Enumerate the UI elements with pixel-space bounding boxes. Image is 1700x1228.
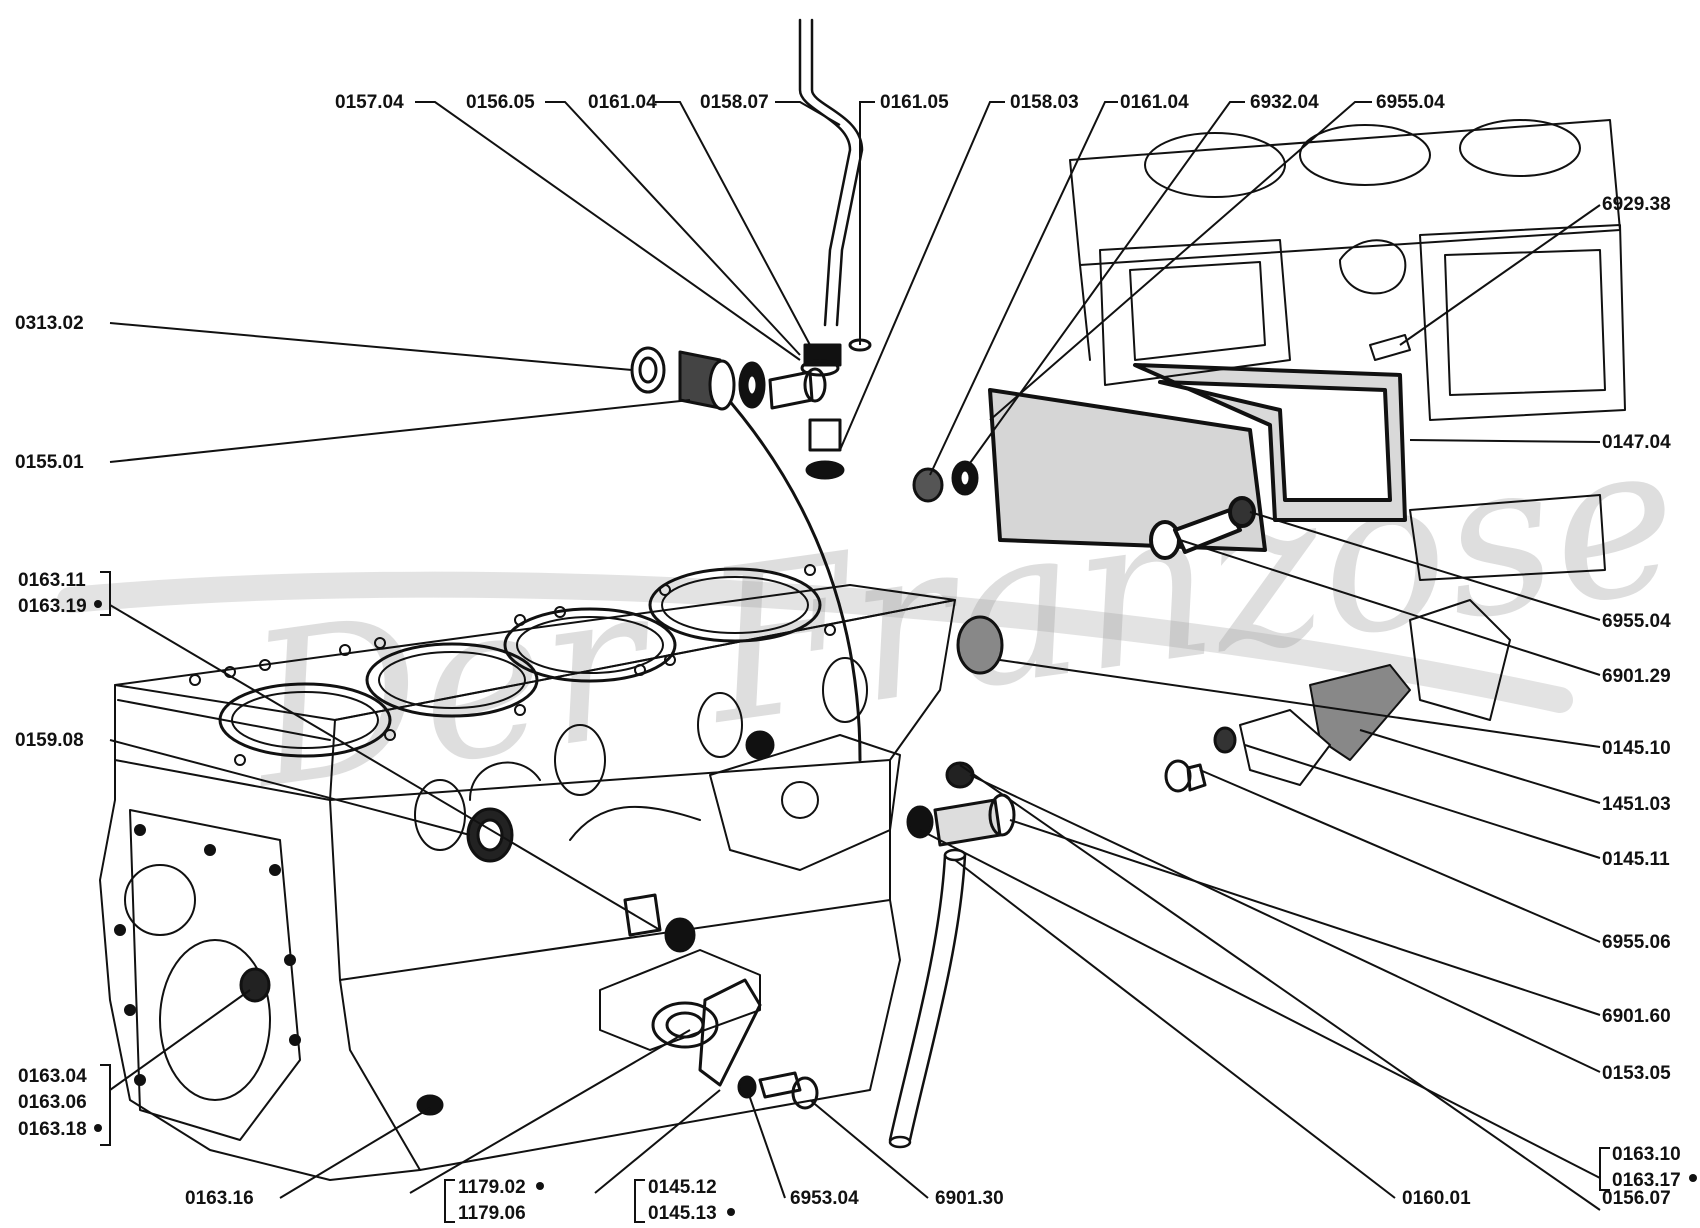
drain-hose xyxy=(888,848,967,1149)
label-0158-03: 0158.03 xyxy=(1010,92,1079,113)
side-cover-plate xyxy=(988,363,1407,560)
label-0145-11: 0145.11 xyxy=(1602,849,1670,870)
label-0163-19: 0163.19 xyxy=(18,596,87,617)
part-labels: 0157.04 0156.05 0161.04 0158.07 0161.05 … xyxy=(15,92,1697,1224)
label-6901-29: 6901.29 xyxy=(1602,666,1671,687)
label-0145-12: 0145.12 xyxy=(648,1177,717,1198)
label-0163-06: 0163.06 xyxy=(18,1092,87,1113)
label-6901-60: 6901.60 xyxy=(1602,1006,1671,1027)
label-0153-05: 0153.05 xyxy=(1602,1063,1671,1084)
dipstick-tube xyxy=(798,18,864,327)
label-6955-04-b: 6955.04 xyxy=(1602,611,1671,632)
oil-feed-pipe xyxy=(718,388,862,762)
label-6929-38: 6929.38 xyxy=(1602,194,1671,215)
label-0145-13: 0145.13 xyxy=(648,1203,717,1224)
special-marker-dot xyxy=(94,1124,102,1132)
label-6901-30: 6901.30 xyxy=(935,1188,1004,1209)
special-marker-dot xyxy=(536,1182,544,1190)
label-0160-01: 0160.01 xyxy=(1402,1188,1471,1209)
label-6932-04: 6932.04 xyxy=(1250,92,1319,113)
label-0163-04: 0163.04 xyxy=(18,1066,87,1087)
special-marker-dot xyxy=(94,600,102,608)
label-0158-07: 0158.07 xyxy=(700,92,769,113)
engine-block xyxy=(99,564,956,1181)
special-marker-dot xyxy=(727,1208,735,1216)
small-parts xyxy=(239,338,1237,1116)
special-marker-dot xyxy=(1689,1174,1697,1182)
label-0161-05: 0161.05 xyxy=(880,92,949,113)
label-0156-05: 0156.05 xyxy=(466,92,535,113)
label-0161-04-b: 0161.04 xyxy=(1120,92,1189,113)
label-0313-02: 0313.02 xyxy=(15,313,84,334)
label-0161-04-a: 0161.04 xyxy=(588,92,657,113)
label-1451-03: 1451.03 xyxy=(1602,794,1671,815)
label-1179-06: 1179.06 xyxy=(458,1203,526,1224)
label-0163-18: 0163.18 xyxy=(18,1119,87,1140)
label-0156-07: 0156.07 xyxy=(1602,1188,1671,1209)
label-0159-08: 0159.08 xyxy=(15,730,84,751)
label-1179-02: 1179.02 xyxy=(458,1177,526,1198)
label-0147-04: 0147.04 xyxy=(1602,432,1671,453)
label-0157-04: 0157.04 xyxy=(335,92,404,113)
label-6953-04: 6953.04 xyxy=(790,1188,859,1209)
label-6955-06: 6955.06 xyxy=(1602,932,1671,953)
label-0163-16: 0163.16 xyxy=(185,1188,254,1209)
label-0163-11: 0163.11 xyxy=(18,570,86,591)
label-0145-10: 0145.10 xyxy=(1602,738,1671,759)
label-6955-04-a: 6955.04 xyxy=(1376,92,1445,113)
leader-lines xyxy=(100,101,1610,1223)
label-0163-10: 0163.10 xyxy=(1612,1144,1681,1165)
label-0155-01: 0155.01 xyxy=(15,452,84,473)
label-0163-17: 0163.17 xyxy=(1612,1170,1681,1191)
